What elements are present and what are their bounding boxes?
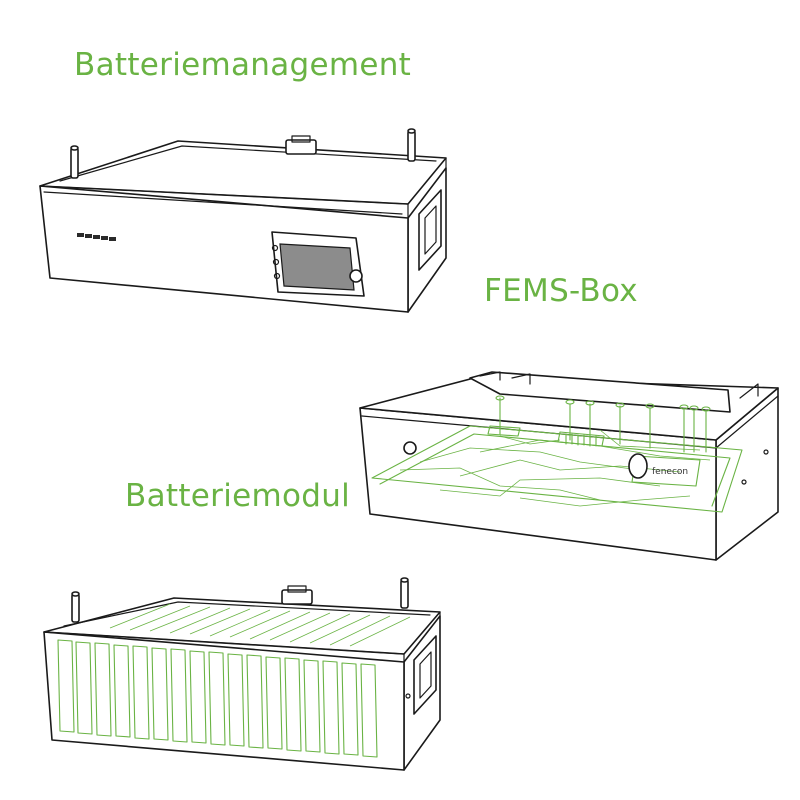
battery-cells-top (109, 603, 411, 647)
side-handle (418, 189, 442, 271)
top-connector (285, 135, 317, 155)
power-button-icon (403, 441, 417, 455)
antenna-left (70, 145, 79, 179)
side-handle (413, 635, 437, 715)
battery-management-unit (39, 128, 447, 313)
antenna-left (71, 591, 80, 623)
circuit-board: fenecon (371, 395, 743, 513)
antenna-right (407, 128, 416, 162)
battery-cells (57, 639, 378, 758)
battery-module-unit (43, 577, 441, 771)
top-connector (281, 585, 313, 605)
label-fems-box: FEMS-Box (484, 273, 638, 309)
antenna-right (400, 577, 409, 609)
label-battery-management: Batteriemanagement (74, 47, 412, 83)
board-brand-label: fenecon (652, 467, 688, 477)
display-panel (271, 231, 365, 297)
status-leds (77, 233, 116, 241)
fems-box-unit: fenecon (359, 371, 779, 561)
label-battery-module: Batteriemodul (125, 478, 351, 514)
